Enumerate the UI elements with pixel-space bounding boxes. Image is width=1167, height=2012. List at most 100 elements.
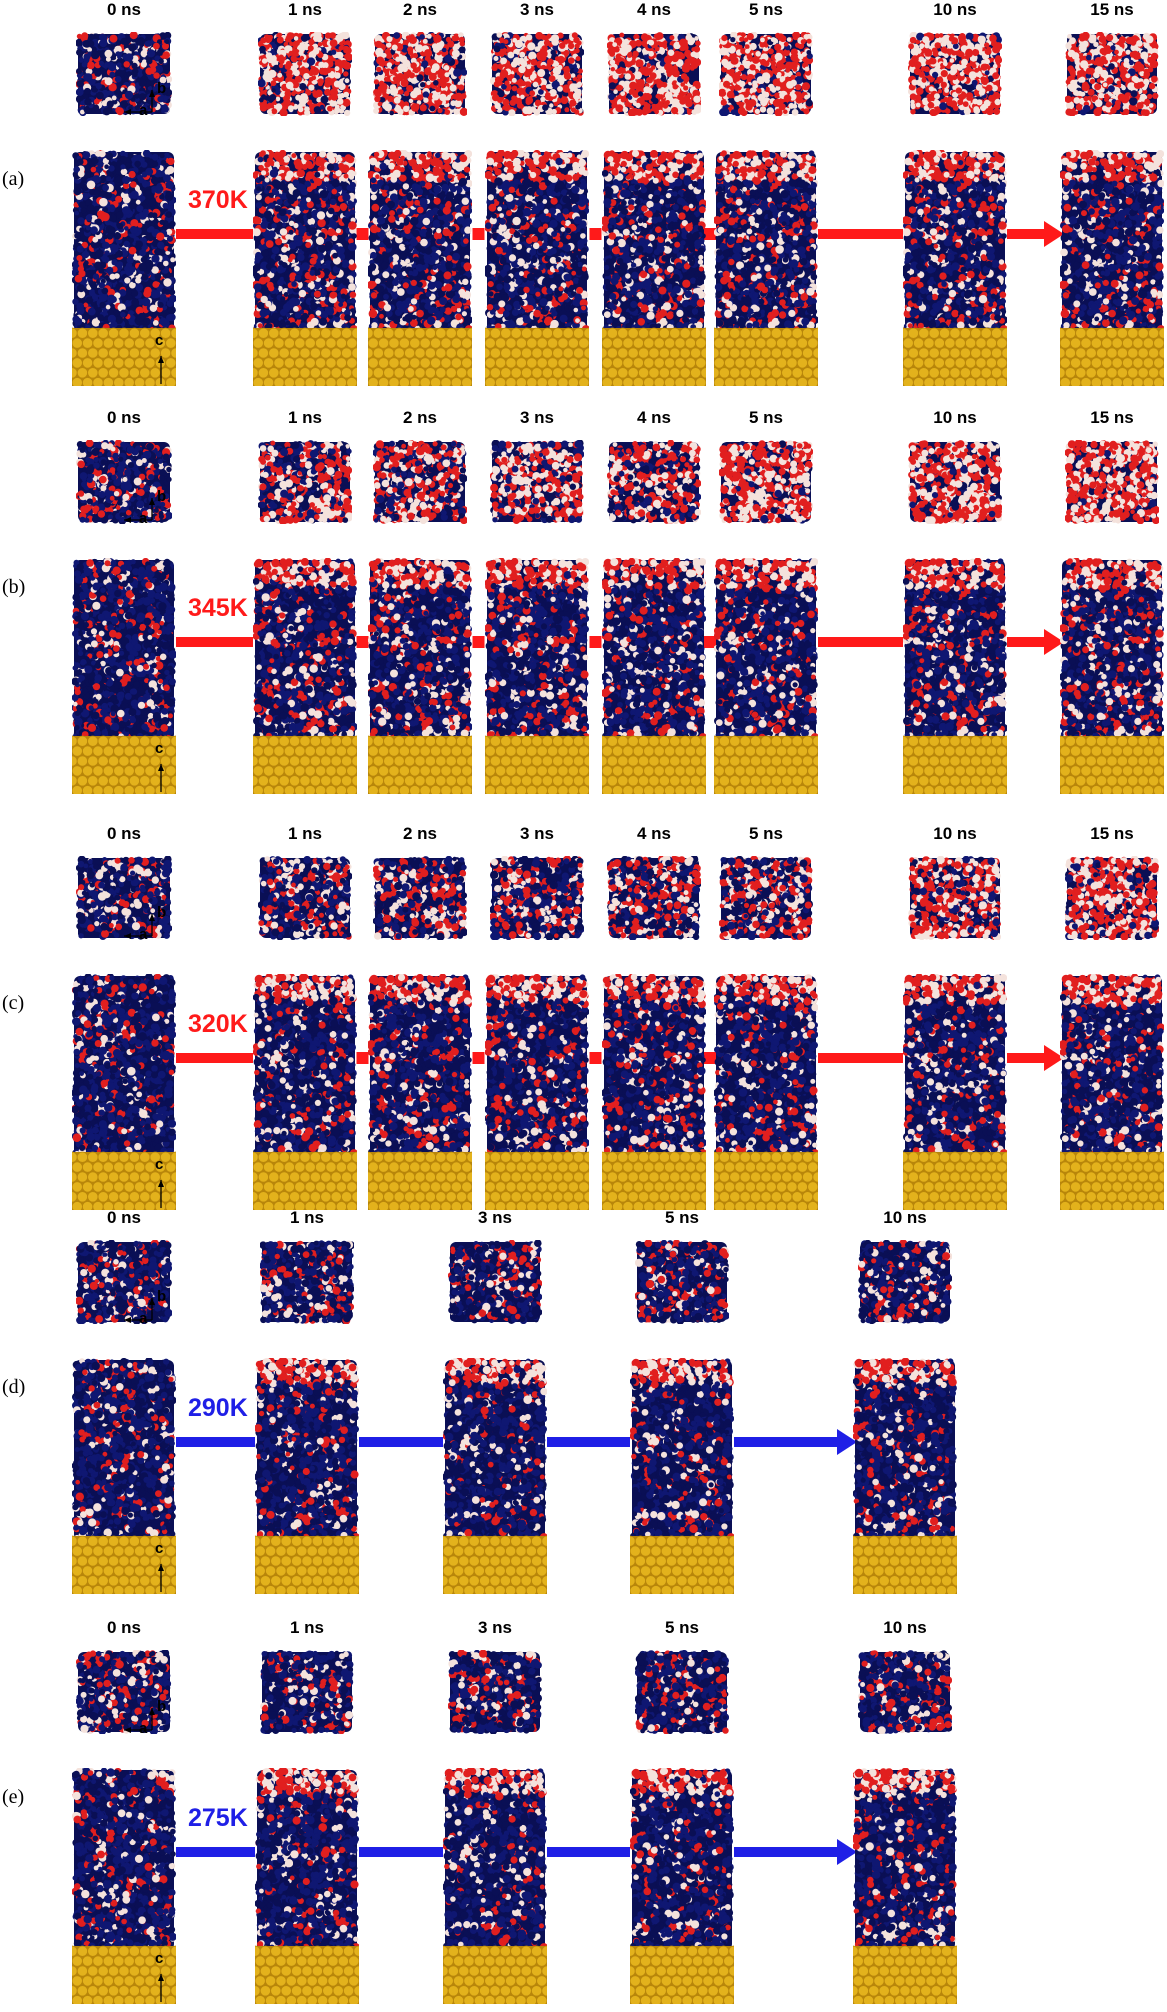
side-view-snapshot	[253, 150, 357, 386]
side-view-snapshot	[714, 558, 818, 794]
time-label: 10 ns	[900, 0, 1010, 20]
panel-label: (c)	[2, 992, 24, 1015]
top-view-snapshot	[908, 856, 1002, 940]
side-view-snapshot	[903, 974, 1007, 1210]
top-view-snapshot	[719, 32, 813, 116]
time-label: 5 ns	[711, 408, 821, 428]
time-label: 5 ns	[627, 1618, 737, 1638]
axis-label-a: a	[139, 1720, 147, 1737]
time-label: 5 ns	[627, 1208, 737, 1228]
top-view-snapshot	[908, 32, 1002, 116]
top-view-snapshot	[719, 440, 813, 524]
top-view-snapshot	[1065, 856, 1159, 940]
side-view-snapshot	[485, 558, 589, 794]
time-label: 4 ns	[599, 0, 709, 20]
top-view-snapshot	[607, 856, 701, 940]
panel-label: (e)	[2, 1786, 24, 1809]
top-view-snapshot	[373, 856, 467, 940]
top-view-snapshot	[76, 440, 172, 524]
side-view-snapshot	[255, 1768, 359, 2004]
top-view-snapshot	[76, 856, 172, 940]
time-label: 15 ns	[1057, 0, 1167, 20]
top-view-snapshot	[607, 32, 701, 116]
axis-label-b: b	[157, 488, 166, 505]
time-label: 10 ns	[900, 824, 1010, 844]
top-view-snapshot	[490, 440, 584, 524]
side-view-snapshot	[72, 150, 176, 386]
axis-label-c: c	[155, 1540, 163, 1557]
side-view-snapshot	[602, 558, 706, 794]
time-label: 3 ns	[482, 824, 592, 844]
temperature-label: 370K	[188, 186, 248, 215]
top-view-snapshot	[719, 856, 813, 940]
side-view-snapshot	[443, 1358, 547, 1594]
time-label: 3 ns	[440, 1618, 550, 1638]
side-view-snapshot	[72, 558, 176, 794]
axis-label-b: b	[157, 80, 166, 97]
axis-label-c: c	[155, 1156, 163, 1173]
time-label: 5 ns	[711, 824, 821, 844]
time-label: 3 ns	[482, 408, 592, 428]
time-label: 10 ns	[850, 1618, 960, 1638]
time-arrow	[176, 1839, 857, 1865]
top-view-snapshot	[258, 440, 352, 524]
top-view-snapshot	[260, 1650, 354, 1734]
side-view-snapshot	[630, 1358, 734, 1594]
time-label: 10 ns	[850, 1208, 960, 1228]
side-view-snapshot	[485, 150, 589, 386]
temperature-label: 345K	[188, 594, 248, 623]
panel-label: (d)	[2, 1376, 25, 1399]
axis-label-c: c	[155, 740, 163, 757]
time-label: 0 ns	[69, 824, 179, 844]
top-view-snapshot	[490, 32, 584, 116]
side-view-snapshot	[630, 1768, 734, 2004]
top-view-snapshot	[1065, 440, 1159, 524]
temperature-label: 290K	[188, 1394, 248, 1423]
top-view-snapshot	[635, 1650, 729, 1734]
side-view-snapshot	[1060, 150, 1164, 386]
side-view-snapshot	[714, 974, 818, 1210]
top-view-snapshot	[1065, 32, 1159, 116]
axis-label-c: c	[155, 1950, 163, 1967]
time-label: 0 ns	[69, 1618, 179, 1638]
side-view-snapshot	[853, 1768, 957, 2004]
panel-label: (b)	[2, 576, 25, 599]
side-view-snapshot	[72, 1768, 176, 2004]
top-view-snapshot	[858, 1240, 952, 1324]
time-label: 15 ns	[1057, 408, 1167, 428]
side-view-snapshot	[255, 1358, 359, 1594]
top-view-snapshot	[76, 32, 172, 116]
side-view-snapshot	[368, 558, 472, 794]
time-label: 0 ns	[69, 408, 179, 428]
axis-label-b: b	[157, 1288, 166, 1305]
top-view-snapshot	[258, 856, 352, 940]
time-label: 2 ns	[365, 0, 475, 20]
top-view-snapshot	[258, 32, 352, 116]
top-view-snapshot	[76, 1650, 172, 1734]
side-view-snapshot	[253, 974, 357, 1210]
side-view-snapshot	[485, 974, 589, 1210]
top-view-snapshot	[635, 1240, 729, 1324]
top-view-snapshot	[448, 1240, 542, 1324]
temperature-label: 275K	[188, 1804, 248, 1833]
axis-label-b: b	[157, 1698, 166, 1715]
side-view-snapshot	[368, 150, 472, 386]
side-view-snapshot	[253, 558, 357, 794]
axis-label-a: a	[139, 926, 147, 943]
top-view-snapshot	[448, 1650, 542, 1734]
time-label: 4 ns	[599, 824, 709, 844]
time-arrow	[176, 221, 1064, 247]
time-label: 2 ns	[365, 408, 475, 428]
side-view-snapshot	[443, 1768, 547, 2004]
time-label: 15 ns	[1057, 824, 1167, 844]
side-view-snapshot	[72, 974, 176, 1210]
side-view-snapshot	[72, 1358, 176, 1594]
axis-label-a: a	[139, 510, 147, 527]
side-view-snapshot	[1060, 558, 1164, 794]
